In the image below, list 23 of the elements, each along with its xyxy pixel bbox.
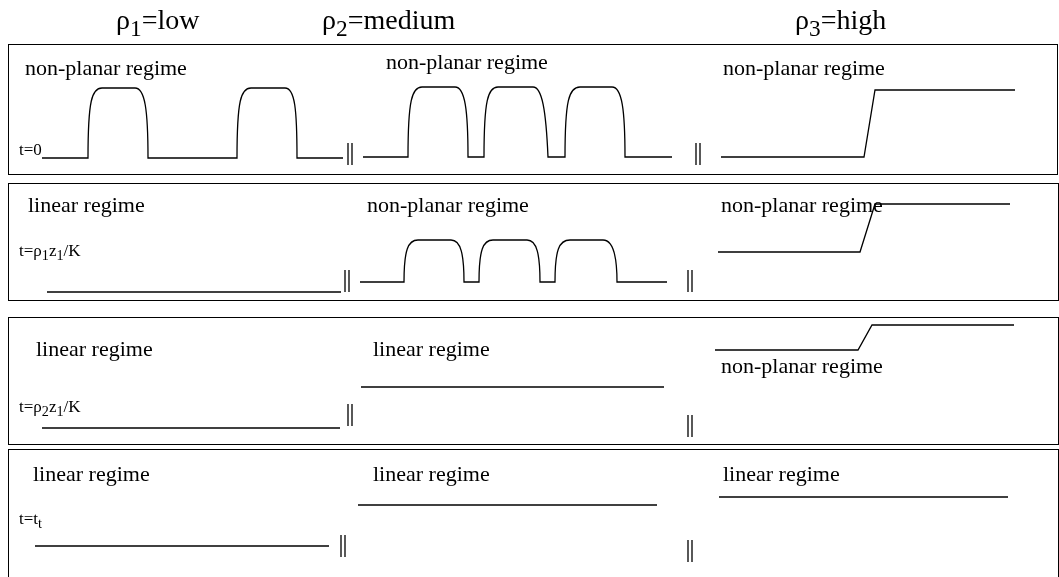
column-heading: ρ$_{1}$=low: [116, 6, 200, 40]
time-label: t=ρ$_{2}$z$_{1}$/K: [19, 398, 81, 419]
time-label: t=0: [19, 141, 42, 158]
regime-label: linear regime: [373, 338, 490, 360]
regime-label: non-planar regime: [25, 57, 187, 79]
regime-label: linear regime: [373, 463, 490, 485]
panel-frame: [8, 449, 1059, 577]
regime-label: non-planar regime: [386, 51, 548, 73]
regime-label: non-planar regime: [721, 355, 883, 377]
time-label: t=t$_{t}$: [19, 510, 42, 531]
column-heading: ρ$_{2}$=medium: [322, 6, 456, 40]
panel-frame: [8, 183, 1059, 301]
regime-label: linear regime: [33, 463, 150, 485]
column-heading: ρ$_{3}$=high: [795, 6, 887, 40]
regime-label: non-planar regime: [367, 194, 529, 216]
panel-frame: [8, 44, 1058, 175]
panel-frame: [8, 317, 1059, 445]
regime-label: non-planar regime: [723, 57, 885, 79]
regime-label: linear regime: [723, 463, 840, 485]
regime-label: linear regime: [36, 338, 153, 360]
time-label: t=ρ$_{1}$z$_{1}$/K: [19, 242, 81, 263]
regime-label: linear regime: [28, 194, 145, 216]
regime-label: non-planar regime: [721, 194, 883, 216]
